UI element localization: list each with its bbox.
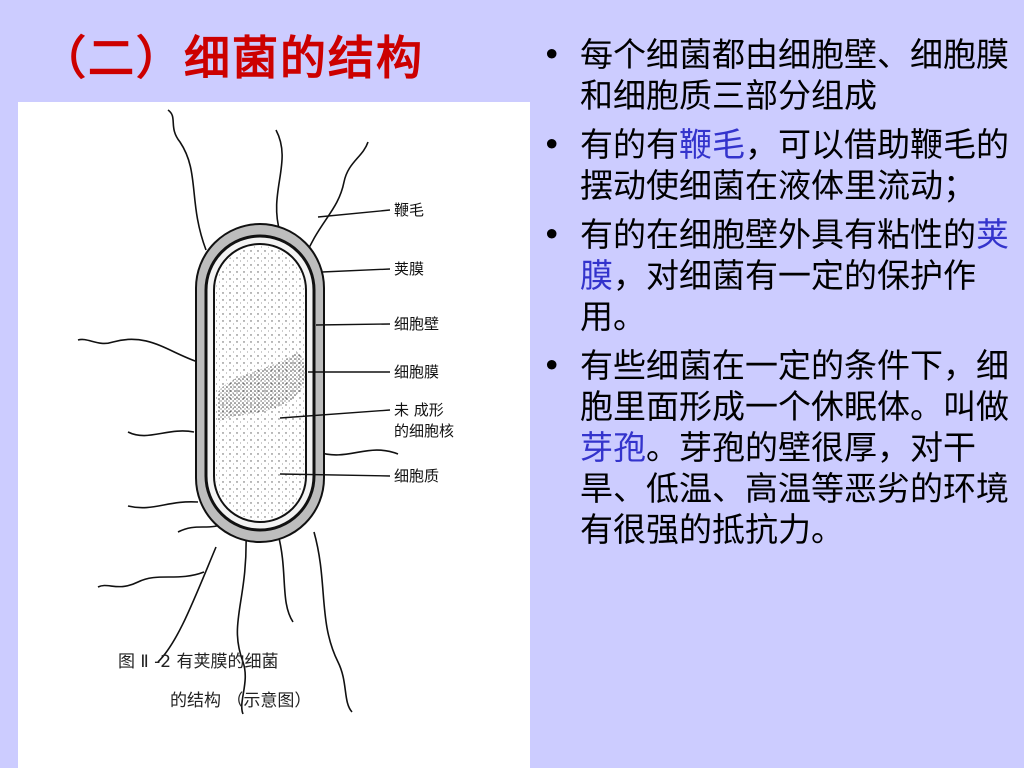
bullet-text: 。芽孢的壁很厚，对干旱、低温、高温等恶劣的环境有很强的抵抗力。	[580, 428, 1009, 549]
bullet-list: • 每个细菌都由细胞壁、细胞膜和细胞质三部分组成 • 有的有鞭毛，可以借助鞭毛的…	[540, 34, 1010, 558]
bullet-text: 有的有	[580, 125, 679, 164]
highlight-term-capsule: 荚膜	[580, 215, 1009, 295]
label-leaders	[279, 209, 391, 477]
label-capsule: 荚膜	[394, 260, 424, 278]
bullet-item: • 有的在细胞壁外具有粘性的荚膜，对细菌有一定的保护作用。	[540, 214, 1010, 337]
flagella	[77, 109, 399, 715]
highlight-term-flagellum: 鞭毛	[679, 125, 745, 164]
bullet-item: • 有些细菌在一定的条件下，细胞里面形成一个休眠体。叫做芽孢。芽孢的壁很厚，对干…	[540, 345, 1010, 550]
label-flagellum: 鞭毛	[394, 201, 424, 219]
bullet-marker: •	[542, 125, 562, 164]
bullet-marker: •	[542, 346, 562, 385]
bullet-marker: •	[542, 215, 562, 254]
bacteria-diagram-svg: 鞭毛 荚膜 细胞壁 细胞膜 未 成形 的细胞核 细胞质 图 Ⅱ -2 有荚膜的细…	[77, 109, 454, 715]
bullet-item: • 有的有鞭毛，可以借助鞭毛的摆动使细菌在液体里流动；	[540, 124, 1010, 206]
label-nucleoid-line1: 未 成形	[394, 401, 444, 419]
bullet-marker: •	[542, 35, 562, 74]
label-nucleoid-line2: 的细胞核	[394, 422, 454, 440]
bullet-text: ，对细菌有一定的保护作用。	[580, 256, 976, 336]
bullet-text: 有些细菌在一定的条件下，细胞里面形成一个休眠体。叫做	[580, 346, 1009, 426]
label-cytoplasm: 细胞质	[394, 467, 439, 485]
bullet-item: • 每个细菌都由细胞壁、细胞膜和细胞质三部分组成	[540, 34, 1010, 116]
bacteria-diagram: 鞭毛 荚膜 细胞壁 细胞膜 未 成形 的细胞核 细胞质 图 Ⅱ -2 有荚膜的细…	[18, 102, 530, 768]
nucleoid-region	[218, 352, 306, 422]
highlight-term-spore: 芽孢	[580, 428, 646, 467]
figure-caption-line2: 的结构 （示意图）	[170, 691, 311, 711]
bullet-text: ，可以借助鞭毛的摆动使细菌在液体里流动；	[580, 125, 1009, 205]
bullet-text: 每个细菌都由细胞壁、细胞膜和细胞质三部分组成	[580, 35, 1009, 115]
label-cell-membrane: 细胞膜	[394, 363, 439, 381]
slide-title: （二）细菌的结构	[40, 31, 424, 85]
bullet-text: 有的在细胞壁外具有粘性的	[580, 215, 976, 254]
figure-caption-line1: 图 Ⅱ -2 有荚膜的细菌	[118, 652, 279, 672]
label-cell-wall: 细胞壁	[394, 315, 439, 333]
